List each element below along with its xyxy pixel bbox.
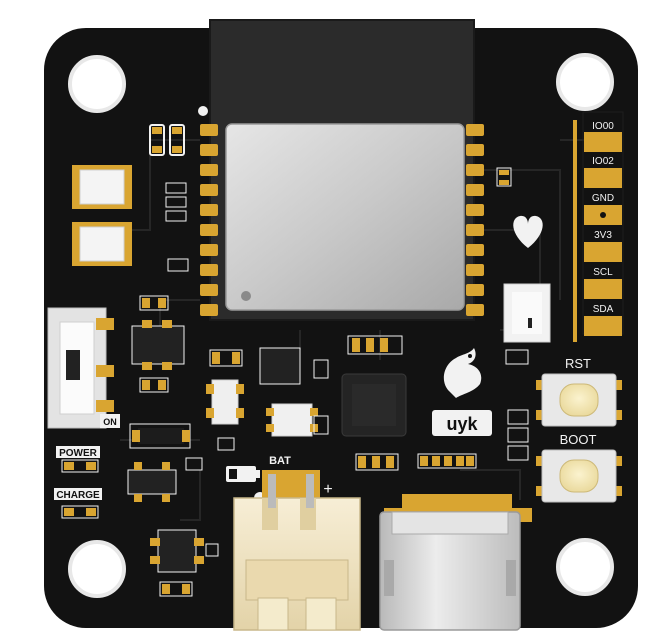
logo-plate [432, 410, 492, 436]
label-boot: BOOT [560, 432, 597, 447]
label-rst: RST [565, 356, 591, 371]
label-bat: BAT [269, 455, 291, 467]
lower-left-parts [150, 529, 219, 597]
leds-left [72, 165, 132, 266]
label-sda: SDA [593, 304, 614, 315]
header-pads [573, 111, 624, 342]
mounting-hole [68, 540, 126, 598]
mounting-holes [68, 53, 614, 598]
label-io00: IO00 [592, 121, 614, 132]
label-io02: IO02 [592, 156, 614, 167]
label-charge: CHARGE [56, 490, 100, 501]
passives-top [149, 124, 512, 272]
mounting-hole [68, 55, 126, 113]
esp-module [198, 19, 484, 321]
charge-ic [127, 457, 203, 502]
mounting-hole [556, 538, 614, 596]
regulator [131, 295, 185, 393]
slide-switch[interactable] [47, 307, 114, 429]
dragon-logo [443, 348, 482, 398]
charge-label-bg [54, 488, 102, 500]
battery-connector [233, 470, 361, 631]
power-label-bg [56, 446, 100, 458]
boot-button[interactable] [536, 449, 622, 503]
mounting-hole [556, 53, 614, 111]
label-power: POWER [59, 448, 98, 459]
label-plus: + [323, 481, 332, 498]
heart-icon [513, 215, 543, 248]
logo-text: uyk [446, 414, 478, 434]
mid-components [206, 283, 551, 471]
usb-c-connector [379, 494, 532, 631]
label-scl: SCL [593, 267, 613, 278]
label-gnd: GND [592, 193, 614, 204]
rf-shield [225, 123, 465, 311]
label-on: ON [103, 417, 117, 427]
battery-icon [226, 466, 260, 482]
label-3v3: 3V3 [594, 230, 612, 241]
rst-button[interactable] [536, 373, 622, 427]
pcb-board [44, 28, 638, 628]
on-label-bg [100, 414, 120, 428]
diode [129, 423, 191, 449]
